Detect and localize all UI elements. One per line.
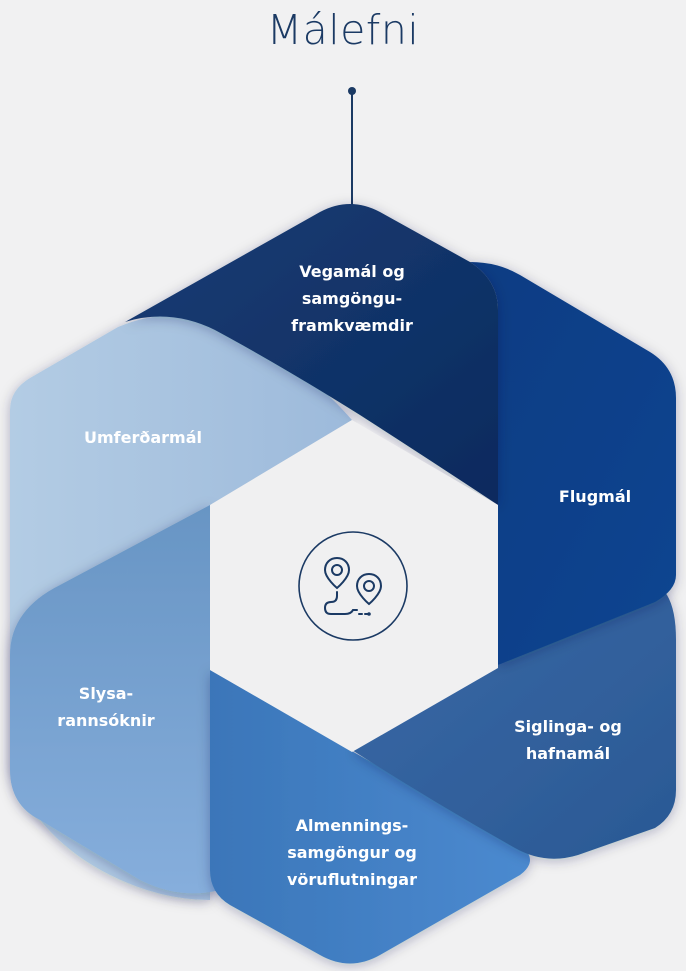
- page-title: Málefni: [266, 6, 420, 54]
- segment-label-umferd: Umferðarmál: [84, 428, 202, 447]
- segment-label-almennings: Almennings- samgöngur og vöruflutningar: [286, 816, 417, 889]
- segment-slysa: [10, 505, 220, 894]
- segment-flugmal: [470, 262, 676, 665]
- segment-label-flugmal: Flugmál: [558, 487, 632, 506]
- route-pins-icon: [298, 531, 408, 641]
- connector-line: [351, 93, 353, 209]
- segment-label-siglinga: Siglinga- og hafnamál: [514, 717, 622, 763]
- segment-siglinga: [352, 580, 676, 859]
- segment-label-vegamal: Vegamál og samgöngu- framkvæmdir: [291, 262, 413, 335]
- center-hexagon: [210, 420, 498, 752]
- segment-label-slysa: Slysa- rannsóknir: [57, 684, 155, 730]
- segment-almennings: [210, 670, 530, 964]
- connector-dot: [348, 87, 356, 95]
- segment-vegamal: [125, 204, 498, 505]
